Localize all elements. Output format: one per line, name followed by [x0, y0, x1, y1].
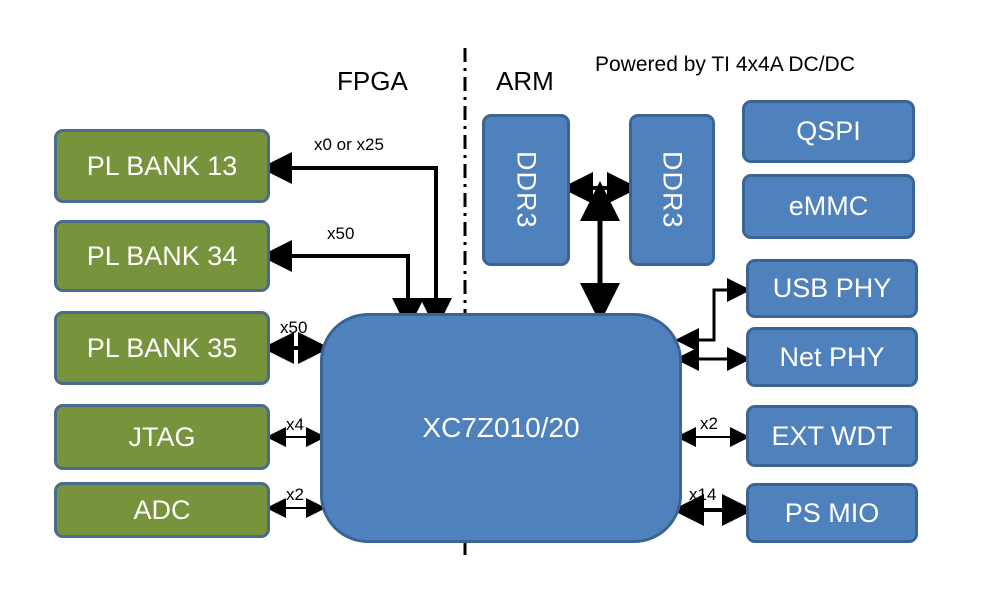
- xc7z010-soc-block: XC7Z010/20: [320, 313, 682, 543]
- ps-mio-block: PS MIO: [746, 483, 918, 543]
- bank13-link: [260, 152, 452, 330]
- ddr3-right-block: DDR3: [629, 114, 715, 266]
- qspi-block: QSPI: [742, 100, 915, 163]
- usb-phy-link: [675, 278, 751, 352]
- jtag-bus-label: x4: [286, 415, 304, 434]
- adc-block: ADC: [54, 482, 270, 538]
- ext-wdt-block: EXT WDT: [746, 405, 918, 467]
- ddr3-left-block: DDR3: [482, 114, 570, 266]
- pl-bank-35-block: PL BANK 35: [54, 311, 270, 385]
- arm-header: ARM: [496, 66, 554, 96]
- jtag-block: JTAG: [54, 404, 270, 470]
- pl-bank-13-block: PL BANK 13: [54, 129, 270, 203]
- net-phy-block: Net PHY: [746, 327, 918, 387]
- power-note: Powered by TI 4x4A DC/DC: [595, 53, 855, 76]
- usb-phy-block: USB PHY: [746, 259, 918, 318]
- bank13-bus-label: x0 or x25: [314, 135, 384, 154]
- ps-mio-bus-label: x14: [689, 485, 717, 504]
- emmc-block: eMMC: [742, 174, 915, 239]
- bank34-bus-label: x50: [327, 224, 355, 243]
- fpga-header: FPGA: [337, 66, 408, 96]
- bank34-link: [260, 240, 424, 330]
- ext-wdt-bus-label: x2: [700, 414, 718, 433]
- pl-bank-34-block: PL BANK 34: [54, 220, 270, 292]
- adc-bus-label: x2: [286, 485, 304, 504]
- bank35-bus-label: x50: [280, 318, 308, 337]
